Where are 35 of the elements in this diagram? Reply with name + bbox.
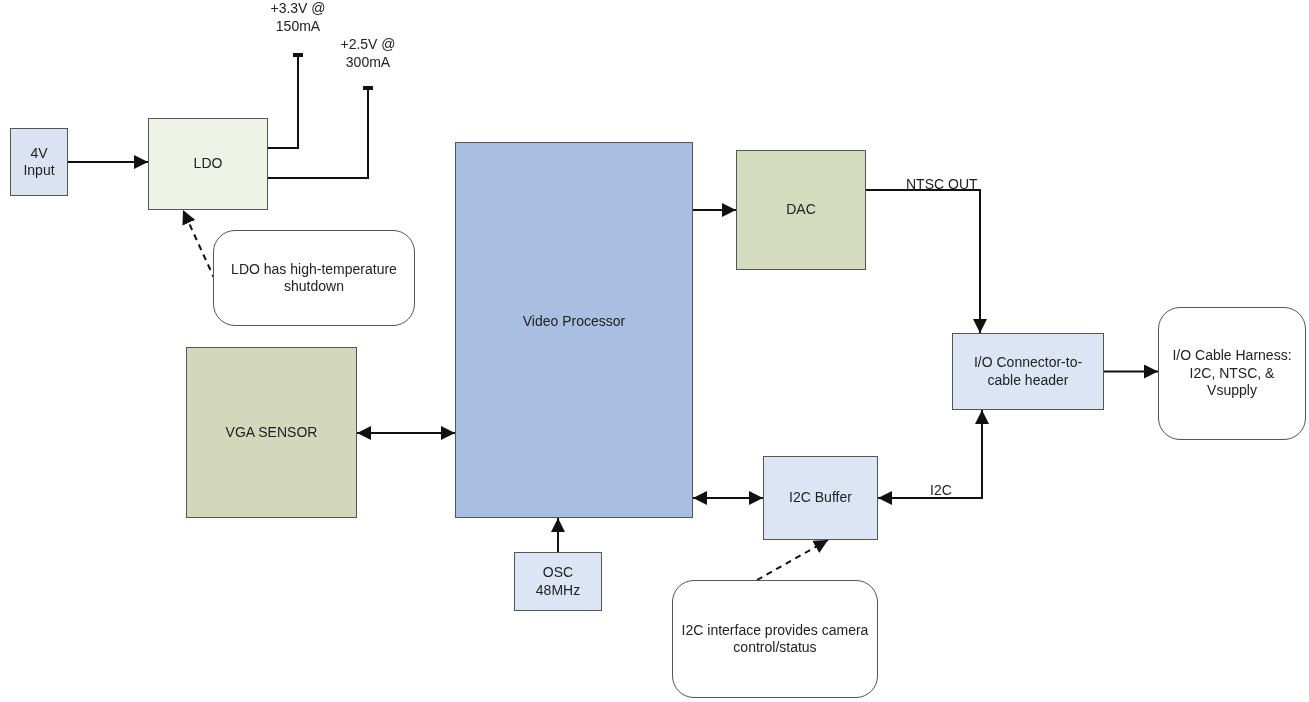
node-text: VGA SENSOR [225, 423, 318, 442]
edge-label: NTSC OUT [906, 176, 978, 192]
connector-arrow [692, 203, 737, 217]
node-text: I2C interface provides camera control/status [681, 621, 869, 657]
node-text: DAC [786, 201, 816, 219]
callout-box [672, 580, 878, 698]
node-text: I2C Buffer [789, 489, 852, 507]
node-text: OSC 48MHz [534, 564, 582, 599]
callout-box [213, 230, 415, 326]
block-box [455, 142, 693, 518]
edge-label: I2C [930, 482, 952, 498]
node-text: Video Processor [522, 313, 626, 331]
dashed-arrow [756, 539, 829, 581]
node-text: I/O Connector-to-cable header [972, 354, 1084, 389]
node-text: 4V Input [22, 144, 56, 180]
block-box [952, 333, 1104, 410]
connector-arrow [877, 409, 989, 505]
connector-arrow [1103, 364, 1159, 379]
connector-arrow [692, 491, 764, 505]
block-box [763, 456, 878, 540]
connector-arrow [356, 426, 456, 440]
connector-arrow [551, 517, 565, 553]
block-box [186, 347, 357, 518]
connector-arrow [865, 189, 987, 334]
block-box [736, 150, 866, 270]
block-box [148, 118, 268, 210]
block-box [10, 128, 68, 196]
block-box [514, 552, 602, 611]
callout-box [1158, 307, 1306, 440]
node-text: I/O Cable Harness: I2C, NTSC, & Vsupply [1171, 347, 1293, 400]
connector-arrow [67, 155, 149, 169]
node-text: LDO has high-temperature shutdown [230, 260, 398, 296]
node-text: +2.5V @ 300mA [339, 36, 397, 71]
node-text: +3.3V @ 150mA [269, 0, 327, 35]
node-text: LDO [193, 155, 223, 173]
